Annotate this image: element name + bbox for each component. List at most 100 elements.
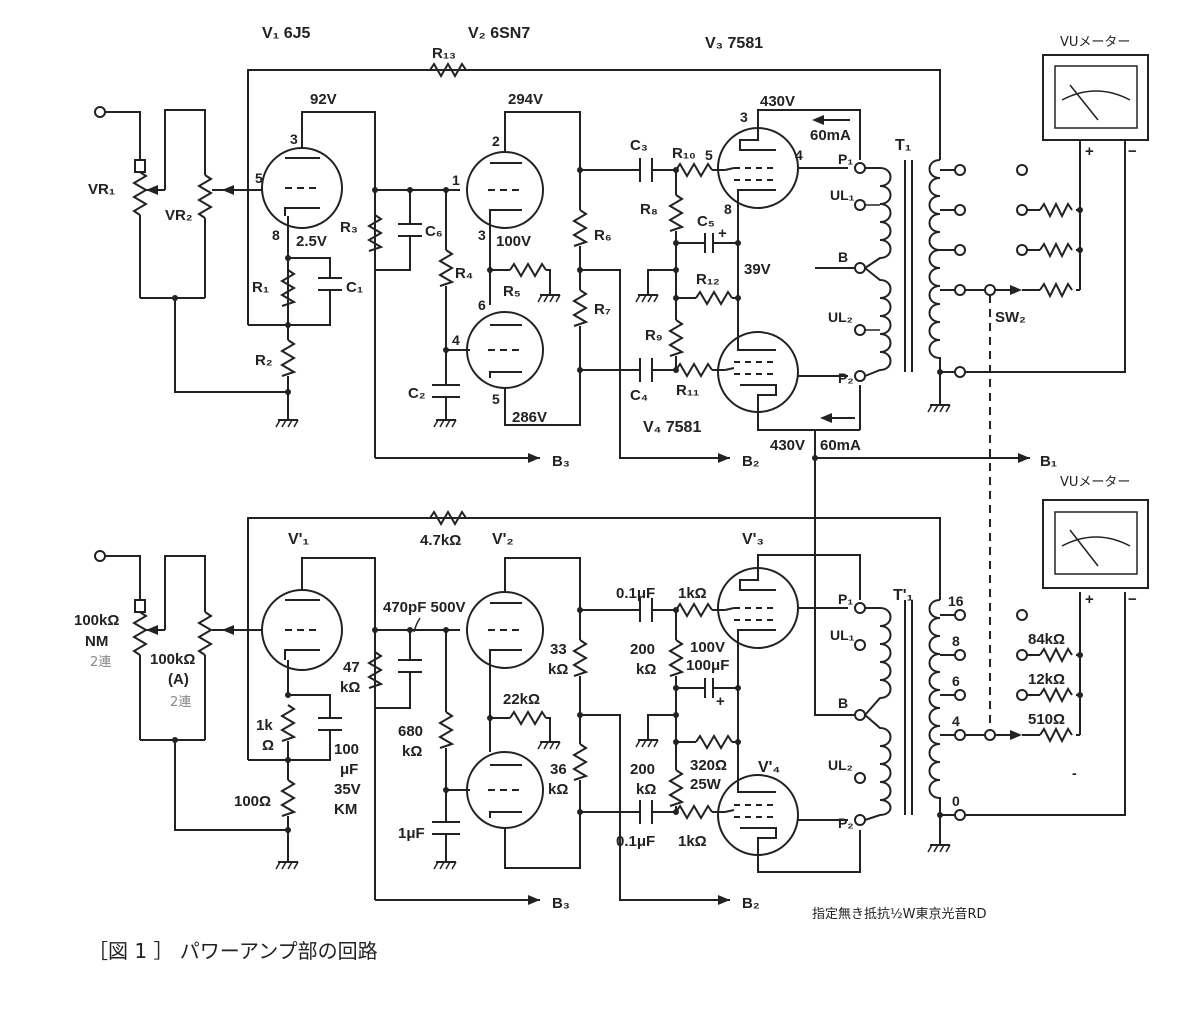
c1-label: C₁ <box>346 279 363 296</box>
bottom-r5-label: 22kΩ <box>503 691 540 708</box>
bottom-t1-secondary <box>928 599 941 815</box>
bottom-r6-label-b: kΩ <box>548 661 568 678</box>
r12-label: R₁₂ <box>696 271 720 288</box>
t1-primary-upper <box>864 167 892 269</box>
bottom-c1-label-b: μF <box>340 761 358 778</box>
r5-resistor <box>509 262 547 278</box>
r8-label: R₈ <box>640 201 658 218</box>
bottom-t1-label: T'₁ <box>893 587 914 604</box>
bottom-r11-resistor <box>675 804 713 820</box>
bottom-ul2-label: UL₂ <box>828 757 853 773</box>
bottom-r3-resistor <box>367 651 384 689</box>
v3-pin4: 4 <box>795 147 803 163</box>
c6-label: C₆ <box>425 223 443 240</box>
bottom-v4-title: V'₄ <box>758 759 780 776</box>
bottom-c2-label: 1μF <box>398 825 425 842</box>
r10-resistor <box>675 162 713 178</box>
t1-primary-lower <box>864 267 892 377</box>
bottom-v1-title: V'₁ <box>288 531 309 548</box>
bottom-circuit: 4.7kΩ 100kΩ NM 2連 100kΩ (A) 2連 V'₁ <box>74 475 1149 912</box>
r3-resistor <box>367 214 384 252</box>
bottom-m84-label: 84kΩ <box>1028 631 1065 648</box>
v1-pin8: 8 <box>272 227 280 243</box>
meter-resistor-1 <box>1039 201 1073 219</box>
bottom-t1-primary-lower <box>864 714 892 821</box>
v2-lower-voltage: 286V <box>512 409 547 426</box>
bottom-vr2-sub: 2連 <box>170 695 191 710</box>
bottom-r10-label: 1kΩ <box>678 585 707 602</box>
bottom-c3-label: 0.1μF <box>616 585 655 602</box>
v2-pin4: 4 <box>452 332 460 348</box>
bottom-r13-label: 4.7kΩ <box>420 532 461 549</box>
v2-pin3: 3 <box>478 227 486 243</box>
v1-title: V₁ 6J5 <box>262 25 311 42</box>
r2-label: R₂ <box>255 352 273 369</box>
bottom-c1-label-c: 35V <box>334 781 361 798</box>
b3-label: B₃ <box>552 453 570 470</box>
bottom-r10-resistor <box>675 602 713 618</box>
bottom-r7-resistor <box>572 743 589 781</box>
bottom-vr1-label-a: 100kΩ <box>74 612 119 629</box>
bottom-c5-label-a: 100V <box>690 639 725 656</box>
bottom-r9-label-b: kΩ <box>636 781 656 798</box>
v2-plate-voltage: 294V <box>508 91 543 108</box>
bottom-vr1-pot <box>132 611 148 656</box>
bottom-vu-meter-title: VUメーター <box>1060 475 1130 490</box>
bottom-c1-label-d: KM <box>334 801 357 818</box>
bottom-vr2-pot <box>197 611 213 656</box>
r6-label: R₆ <box>594 227 612 244</box>
r1-resistor <box>280 269 297 307</box>
r8-resistor <box>668 194 685 232</box>
r9-label: R₉ <box>645 327 663 344</box>
v4-plate-voltage: 430V <box>770 437 805 454</box>
bottom-r4-label-b: kΩ <box>402 743 422 760</box>
bottom-r8-resistor <box>668 639 685 677</box>
bottom-r1-label-a: 1k <box>256 717 273 734</box>
r13-label: R₁₃ <box>432 45 456 62</box>
r12-resistor <box>695 290 733 306</box>
v1-pin3: 3 <box>290 131 298 147</box>
bottom-r9-label-a: 200 <box>630 761 655 778</box>
bottom-r4-label-a: 680 <box>398 723 423 740</box>
v3-current: 60mA <box>810 127 851 144</box>
top-circuit: V₁ 6J5 V₂ 6SN7 V₃ 7581 R₁₃ VR₁ VR₂ 5 3 8 <box>88 25 1149 735</box>
bottom-r13-resistor <box>429 510 467 526</box>
t1-secondary <box>928 159 941 372</box>
bottom-r12-resistor <box>695 734 733 750</box>
bottom-vr2-label-a: 100kΩ <box>150 651 195 668</box>
bottom-vr1-sub: 2連 <box>90 655 111 670</box>
bottom-r12-label-b: 25W <box>690 776 722 793</box>
bottom-meter-resistor-510 <box>1039 726 1073 744</box>
v3-pin5: 5 <box>705 147 713 163</box>
bottom-b2-label: B₂ <box>742 895 760 912</box>
p2-label: P₂ <box>838 370 854 386</box>
bottom-b-label: B <box>838 695 848 711</box>
c4-label: C₄ <box>630 387 648 404</box>
bottom-c4-label: 0.1μF <box>616 833 655 850</box>
bottom-r4-resistor <box>438 711 455 749</box>
r5-label: R₅ <box>503 283 521 300</box>
bottom-vu-meter <box>1042 499 1149 589</box>
top-vu-meter <box>1042 54 1149 141</box>
c5-label: C₅ <box>697 213 715 230</box>
top-vu-meter-title: VUメーター <box>1060 35 1130 50</box>
v2-pin6: 6 <box>478 297 486 313</box>
b1-label: B₁ <box>1040 453 1057 470</box>
bottom-meter-minus: − <box>1128 591 1137 608</box>
vr1-label: VR₁ <box>88 181 115 198</box>
bottom-r6-label-a: 33 <box>550 641 567 658</box>
tap-4: 4 <box>952 713 960 729</box>
r10-label: R₁₀ <box>672 145 696 162</box>
vr2-label: VR₂ <box>165 207 193 224</box>
v3-pin8: 8 <box>724 201 732 217</box>
bottom-m12-label: 12kΩ <box>1028 671 1065 688</box>
bottom-vr2-label-b: (A) <box>168 671 189 688</box>
bottom-r2-resistor <box>280 779 297 817</box>
bottom-p2-label: P₂ <box>838 815 854 831</box>
v2-cathode-voltage: 100V <box>496 233 531 250</box>
bottom-c5-plus: + <box>716 693 725 710</box>
r9-resistor <box>668 319 685 357</box>
v2-pin2: 2 <box>492 133 500 149</box>
c5-plus: + <box>718 225 727 242</box>
b-label: B <box>838 249 848 265</box>
